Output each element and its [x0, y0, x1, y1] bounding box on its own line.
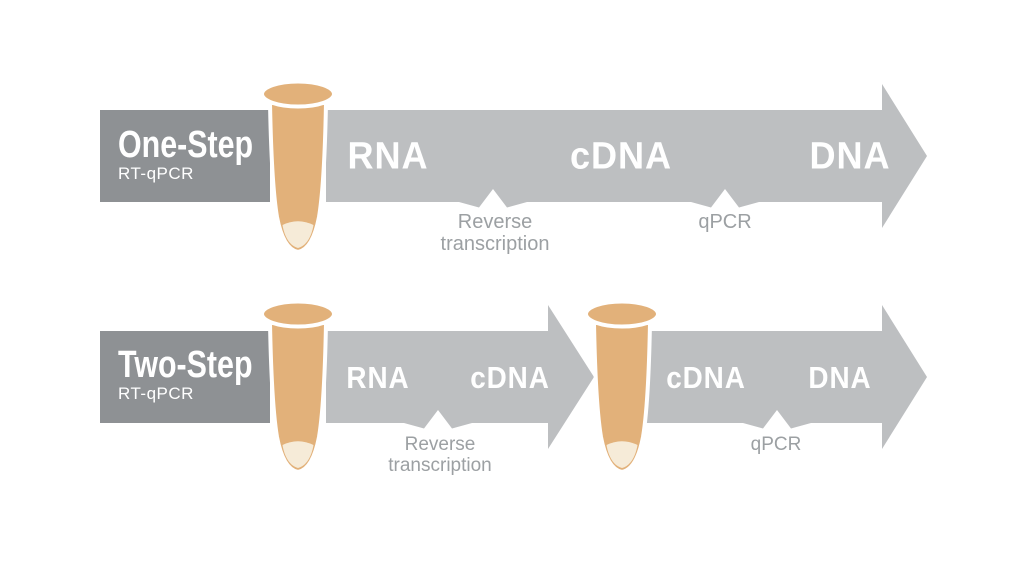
stage-label-dna: DNA — [808, 360, 872, 395]
reverse-transcription-note-line2: transcription — [388, 455, 492, 476]
two-step-subtitle: RT-qPCR — [118, 384, 194, 403]
stage-label-cdna: cDNA — [666, 360, 746, 395]
reverse-transcription-note-line2: transcription — [440, 233, 550, 255]
one-step-process-arrow — [326, 84, 927, 228]
reverse-transcription-note-line1: Reverse — [404, 434, 476, 455]
microcentrifuge-tube-icon — [584, 299, 660, 474]
stage-label-rna: RNA — [347, 135, 429, 178]
reverse-transcription-note: Reverse transcription — [441, 211, 550, 255]
microcentrifuge-tube-icon — [260, 79, 336, 254]
stage-label-dna: DNA — [809, 135, 891, 178]
one-step-subtitle: RT-qPCR — [118, 164, 194, 183]
two-step-title: Two-Step — [118, 344, 253, 386]
two-step-label-box — [100, 331, 270, 423]
stage-label-rna: RNA — [346, 360, 410, 395]
qpcr-note: qPCR — [750, 434, 802, 455]
microcentrifuge-tube-icon — [260, 299, 336, 474]
stage-label-cdna: cDNA — [470, 360, 550, 395]
one-step-title: One-Step — [118, 124, 254, 166]
qpcr-note: qPCR — [698, 211, 752, 233]
two-step-qpcr-arrow — [612, 305, 927, 449]
stage-label-cdna: cDNA — [569, 135, 673, 178]
one-step-label-box — [100, 110, 270, 202]
reverse-transcription-note-line1: Reverse — [457, 211, 533, 233]
reverse-transcription-note: Reverse transcription — [388, 434, 492, 476]
two-step-rt-arrow — [326, 305, 594, 449]
